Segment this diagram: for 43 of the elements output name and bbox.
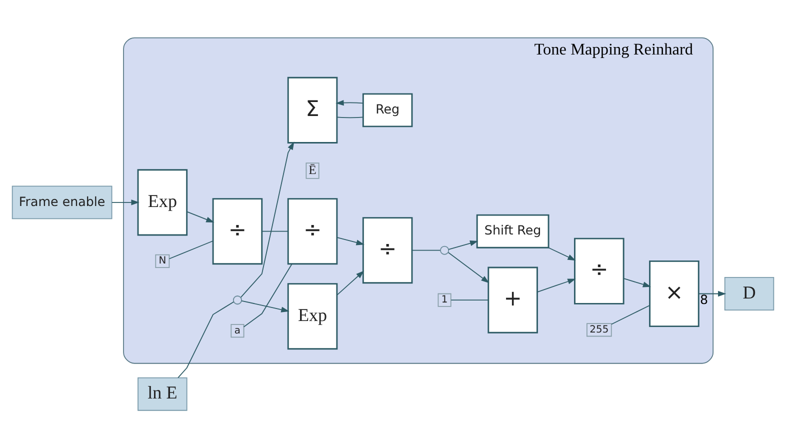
arrow	[698, 290, 726, 297]
node-box: Exp	[287, 283, 338, 350]
node-box: 1	[438, 293, 452, 307]
arrow	[241, 300, 290, 312]
arrow	[186, 211, 214, 223]
node-box: 255	[586, 323, 612, 337]
node-box: N	[155, 254, 170, 268]
node-box: a	[230, 324, 244, 338]
arrow	[448, 252, 490, 284]
connector	[168, 240, 214, 260]
connector	[262, 230, 289, 232]
node-box: ÷	[362, 217, 413, 284]
edge-label: 8	[700, 292, 708, 307]
node-box: ÷	[212, 198, 263, 265]
node-box: Shift Reg	[476, 214, 550, 248]
connector	[243, 264, 292, 328]
node-circle	[232, 296, 242, 305]
connector	[412, 250, 441, 251]
node-label: Ē	[308, 163, 316, 178]
node-box: D	[724, 277, 774, 310]
node-box: Frame enable	[12, 186, 112, 220]
arrow	[112, 200, 140, 206]
node-box: ln E	[138, 377, 188, 411]
node-box: ÷	[574, 238, 624, 304]
arrow	[548, 247, 576, 261]
arrow	[336, 270, 364, 296]
connector	[178, 301, 234, 378]
node-box: Exp	[137, 169, 188, 236]
node-box: +	[488, 266, 538, 334]
connector	[450, 300, 489, 301]
arrow	[336, 237, 364, 246]
node-box: ×	[649, 260, 700, 328]
connector	[336, 116, 364, 118]
arrow	[623, 278, 652, 288]
connector	[611, 305, 650, 325]
node-box: Reg	[362, 93, 413, 128]
arrow	[448, 240, 478, 250]
node-circle	[440, 246, 450, 255]
node-box: ÷	[287, 198, 338, 265]
arrow	[240, 142, 294, 298]
node-box: Σ	[287, 76, 338, 144]
arrow	[336, 100, 364, 106]
arrow	[536, 278, 576, 292]
